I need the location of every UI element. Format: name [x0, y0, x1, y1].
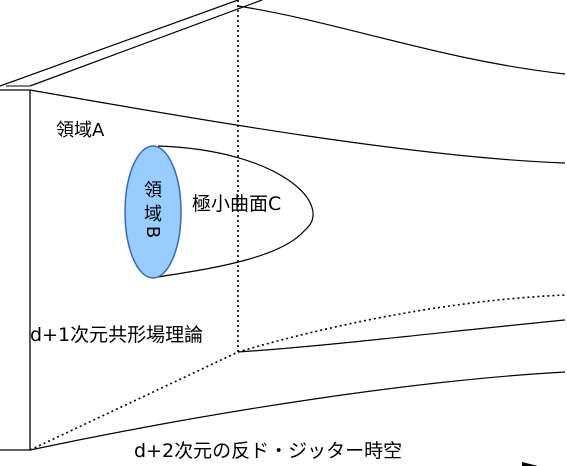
minimal-surface-curve — [157, 145, 314, 278]
bottom-surface-curve — [29, 371, 566, 451]
top-sheet-edge-inner — [29, 0, 263, 87]
region-a-label: 領域A — [56, 120, 105, 141]
middle-solid-curve — [237, 319, 566, 353]
region-b-ellipse — [124, 145, 182, 279]
middle-dotted-curve — [237, 294, 566, 353]
region-b-label-3: B — [142, 226, 163, 238]
top-surface-curve — [237, 5, 566, 75]
region-b-label-1: 領 — [144, 180, 162, 201]
cft-label: d+1次元共形場理論 — [30, 324, 203, 346]
minimal-surface-label: 極小曲面C — [192, 193, 281, 215]
arrow-stub — [522, 462, 538, 466]
top-sheet-edge-outer — [0, 0, 239, 87]
ads-label: d+2次元の反ド・ジッター時空 — [134, 440, 402, 462]
lower-dotted-edge — [29, 351, 239, 451]
upper-surface-curve — [29, 89, 566, 164]
region-b-label-2: 域 — [144, 204, 162, 225]
